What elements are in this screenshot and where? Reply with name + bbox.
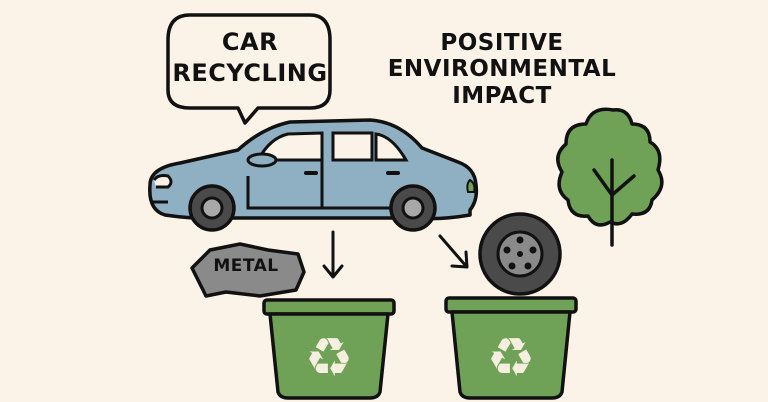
tire-icon <box>478 212 562 296</box>
metal-label: METAL <box>213 256 279 276</box>
recycle-icon: ♻ <box>305 326 353 389</box>
arrow-diagonal-icon <box>438 234 469 269</box>
speech-bubble-text: CAR RECYCLING <box>170 28 330 88</box>
tree-icon <box>556 107 664 247</box>
metal-scrap-icon <box>190 242 306 298</box>
recycling-bin-left: ♻ <box>262 298 396 400</box>
recycle-icon: ♻ <box>487 326 535 389</box>
heading: POSITIVE ENVIRONMENTAL IMPACT <box>378 30 626 109</box>
heading-line-2: ENVIRONMENTAL <box>387 56 617 83</box>
heading-line-3: IMPACT <box>452 82 552 109</box>
car-icon <box>148 118 479 232</box>
speech-bubble <box>166 13 332 125</box>
heading-line-1: POSITIVE <box>440 30 564 56</box>
bubble-line-1: CAR <box>221 28 279 56</box>
bubble-line-2: RECYCLING <box>172 59 328 88</box>
arrow-down-icon <box>322 230 344 279</box>
recycling-bin-right: ♻ <box>444 296 578 400</box>
